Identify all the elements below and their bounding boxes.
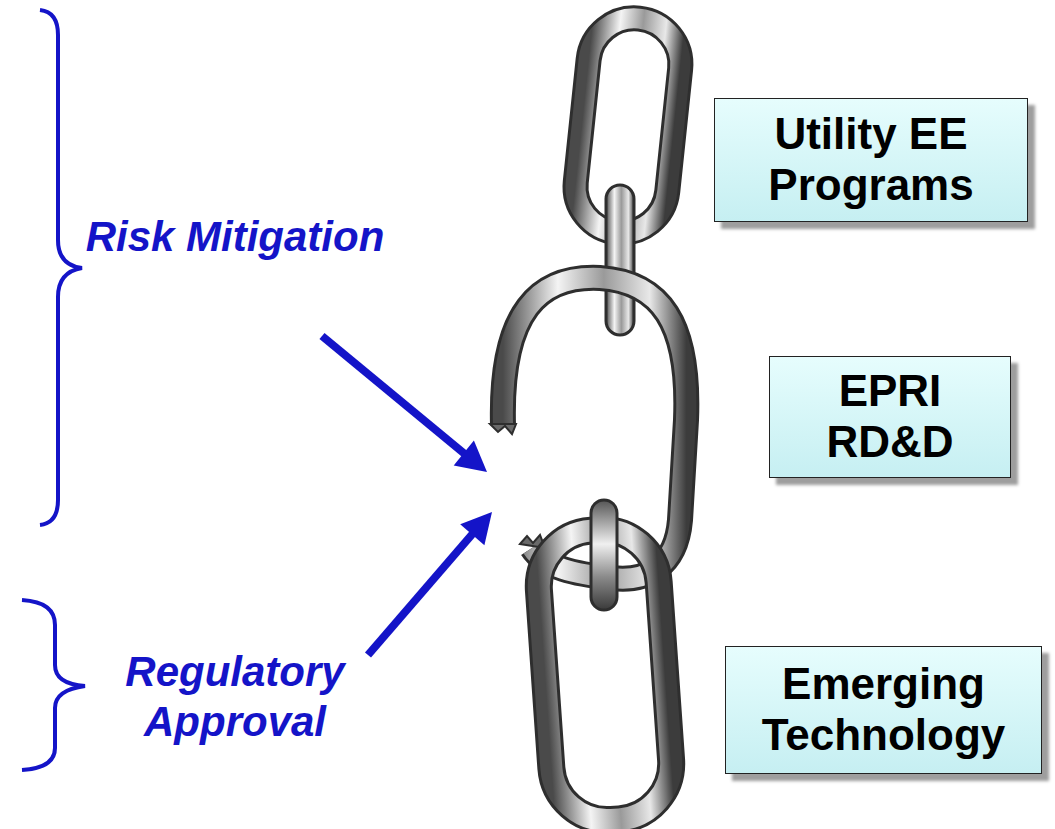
process-box: Emerging Technology	[725, 646, 1042, 774]
arrow-shaft	[322, 336, 466, 455]
box-label: Emerging Technology	[742, 659, 1025, 760]
side-label: Regulatory Approval	[85, 647, 385, 746]
side-label: Risk Mitigation	[85, 212, 385, 262]
box-label: EPRI RD&D	[786, 366, 994, 467]
process-box: EPRI RD&D	[769, 356, 1011, 478]
box-label: Utility EE Programs	[731, 109, 1011, 210]
chain	[490, 14, 686, 824]
brace	[40, 10, 82, 525]
arrow-shaft	[368, 531, 475, 655]
arrow-head	[454, 441, 487, 472]
arrow-head	[460, 512, 492, 545]
process-box: Utility EE Programs	[714, 98, 1028, 222]
brace	[22, 600, 85, 770]
